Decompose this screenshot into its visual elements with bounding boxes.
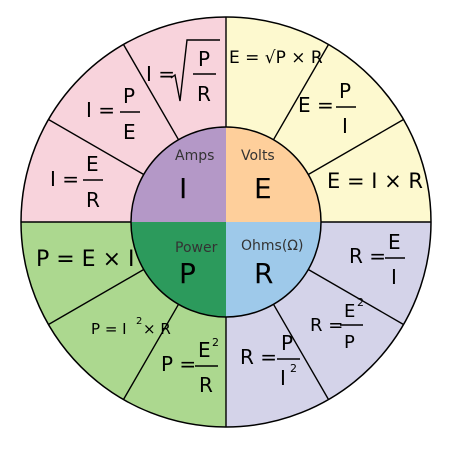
divider-power-2 <box>48 268 145 326</box>
formula-numerator: P <box>198 47 210 71</box>
formula-denominator: R <box>86 188 100 212</box>
power-symbol: P <box>179 257 196 290</box>
volts-symbol: E <box>254 172 272 205</box>
formula-numerator: P <box>339 79 351 103</box>
formula-e-p-over-i: E = P I <box>298 79 356 138</box>
formula-denominator: P <box>344 332 355 353</box>
formula-r-p-over-i2: R = P I 2 <box>240 331 300 390</box>
formula-i-sqrt-p-over-r: I = P R <box>146 39 220 106</box>
amps-symbol: I <box>179 172 187 205</box>
formula-lhs: R = <box>349 244 386 268</box>
formula-r-e-over-i: R = E I <box>349 230 405 289</box>
formula-denominator: I <box>280 366 286 390</box>
formula-p-e2-over-r: P = E 2 R <box>161 336 219 397</box>
formula-lhs: I = <box>146 62 175 86</box>
amps-inner-quadrant <box>131 127 226 222</box>
formula-exponent: 2 <box>357 296 364 309</box>
formula-lhs: P = <box>161 352 196 376</box>
formula-i-e-over-r: I = E R <box>50 152 103 212</box>
formula-exponent: 2 <box>212 336 219 349</box>
divider-ohms-1 <box>307 268 404 326</box>
power-label: Power <box>175 240 218 256</box>
formula-lhs: I = <box>50 167 79 191</box>
volts-inner-quadrant <box>226 127 321 222</box>
formula-i-p-over-e: I = P E <box>86 84 140 144</box>
formula-numerator: P <box>281 331 293 355</box>
formula-denominator: E <box>123 120 136 144</box>
formula-lhs: R = <box>240 345 277 369</box>
formula-p-e-times-i: P = E × I <box>36 247 135 272</box>
formula-denominator: I <box>391 265 397 289</box>
formula-numerator: E <box>388 230 401 254</box>
formula-lhs: I = <box>86 98 115 122</box>
divider-volts-2 <box>307 118 404 176</box>
divider-amps-1 <box>122 44 180 141</box>
formula-lhs: R = <box>310 315 343 336</box>
formula-r-e2-over-p: R = E 2 P <box>310 296 364 353</box>
divider-power-1 <box>122 303 180 400</box>
formula-numerator: P <box>123 84 135 108</box>
formula-exponent: 2 <box>290 362 297 375</box>
formula-denominator: R <box>197 82 211 106</box>
formula-numerator: E <box>198 338 211 362</box>
ohms-symbol: R <box>254 257 273 290</box>
formula-p-i2-times-r: P = I 2 × R <box>91 316 171 338</box>
formula-e-sqrt-p-times-r: E = √P × R <box>229 48 323 68</box>
divider-amps-2 <box>48 118 145 176</box>
formula-lhs: E = <box>298 93 334 117</box>
formula-denominator: I <box>342 114 348 138</box>
formula-e-i-times-r: E = I × R <box>327 169 423 193</box>
formula-denominator: R <box>199 373 213 397</box>
inner-rim <box>130 126 322 318</box>
ohms-label: Ohms(Ω) <box>241 238 303 254</box>
volts-label: Volts <box>241 148 275 164</box>
sqrt-sign <box>170 39 220 102</box>
formula-numerator: E <box>86 152 99 176</box>
formula-lhs: P = I <box>91 320 127 338</box>
divider-ohms-2 <box>272 303 330 400</box>
formula-exponent: 2 <box>136 316 142 327</box>
amps-label: Amps <box>175 148 214 164</box>
power-inner-quadrant <box>131 222 226 317</box>
divider-volts-1 <box>272 44 330 141</box>
ohms-inner-quadrant <box>226 222 321 317</box>
formula-numerator: E <box>344 301 355 322</box>
formula-rhs: × R <box>143 320 171 338</box>
